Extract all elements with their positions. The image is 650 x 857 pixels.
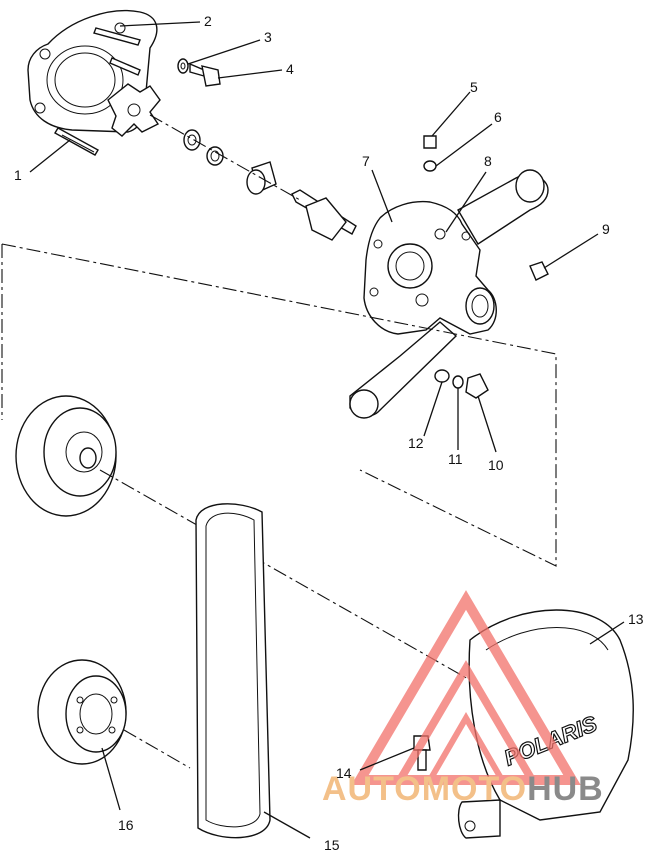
lock-washer (452, 375, 464, 389)
drain-plug (529, 261, 549, 281)
callout-8: 8 (484, 153, 492, 169)
leader-lines (29, 21, 625, 839)
callout-7: 7 (362, 153, 370, 169)
lower-axis-line (123, 729, 191, 769)
washer (177, 58, 189, 74)
bolt (189, 62, 221, 87)
screw (423, 135, 437, 149)
pulley-axis-line (99, 469, 471, 681)
watermark-part2: HUB (527, 770, 604, 808)
callout-4: 4 (286, 61, 294, 77)
callout-11: 11 (448, 451, 463, 467)
callouts: 1 2 3 4 5 6 7 8 9 10 11 12 13 14 15 16 (14, 13, 644, 853)
stud-upper (93, 27, 141, 76)
impeller (107, 83, 161, 137)
watermark-logo (351, 590, 581, 785)
callout-3: 3 (264, 29, 272, 45)
bearing (246, 161, 277, 195)
watermark-text-auto: AUTOMOTOHUB (322, 770, 604, 808)
pump-housing (363, 200, 497, 335)
pump-shaft (291, 189, 357, 241)
stud (54, 127, 99, 156)
lower-pulley (37, 659, 127, 765)
watermark-part1: AUTOMOTO (322, 770, 527, 808)
callout-2: 2 (204, 13, 212, 29)
callout-15: 15 (324, 837, 340, 852)
upper-hose (457, 169, 549, 245)
lower-hose (349, 321, 458, 419)
upper-pulley (15, 395, 117, 517)
callout-1: 1 (14, 167, 22, 183)
flat-washer (434, 369, 450, 383)
callout-14: 14 (336, 765, 352, 781)
seal-washer (206, 146, 224, 166)
callout-6: 6 (494, 109, 502, 125)
callout-9: 9 (602, 221, 610, 237)
callout-10: 10 (488, 457, 504, 473)
drive-belt (195, 503, 271, 839)
callout-12: 12 (408, 435, 424, 451)
callout-5: 5 (470, 79, 478, 95)
center-line (149, 114, 301, 201)
small-washer (423, 160, 437, 172)
alignment-lines (1, 243, 557, 567)
callout-13: 13 (628, 611, 644, 627)
seal-ring (183, 129, 201, 151)
nut (465, 373, 489, 399)
callout-16: 16 (118, 817, 134, 833)
